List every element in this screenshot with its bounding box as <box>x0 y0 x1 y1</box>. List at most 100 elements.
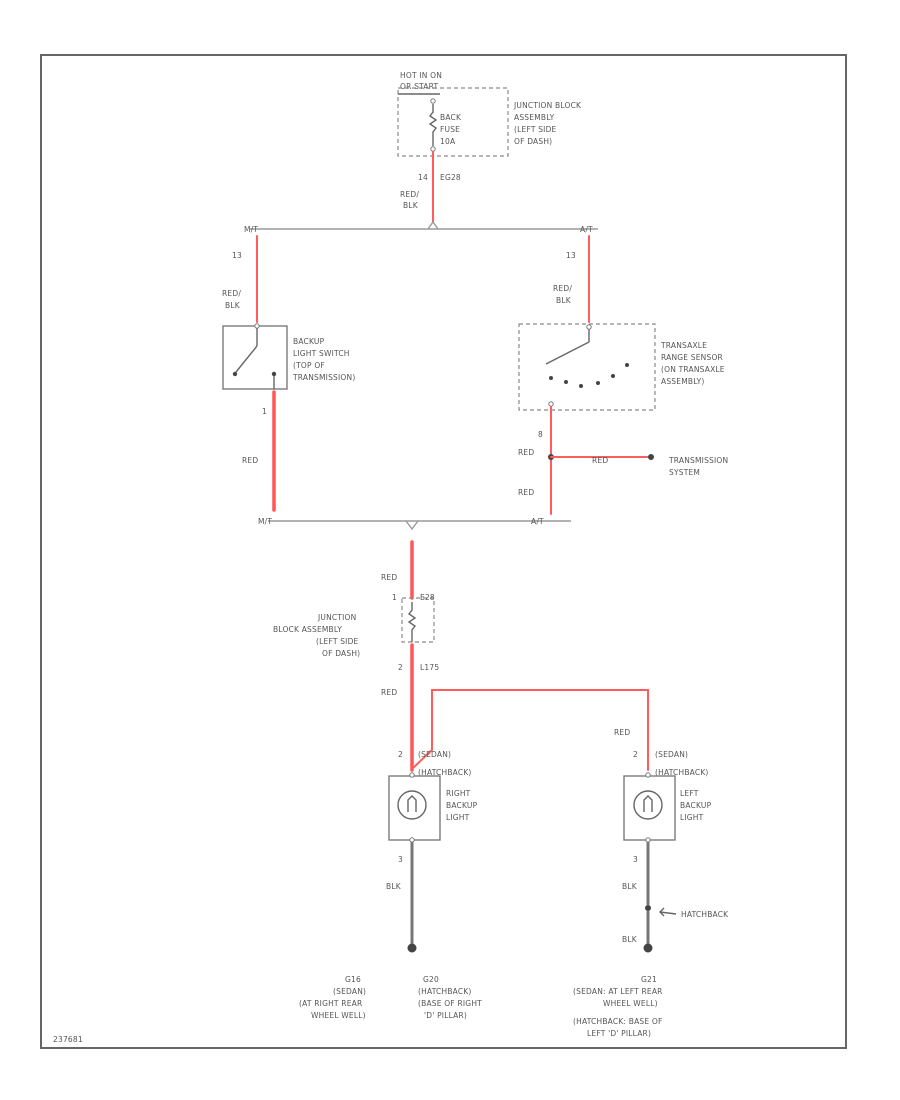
sensor-contact-4 <box>596 381 600 385</box>
left-light-variant-1: (SEDAN) <box>655 750 688 759</box>
switch-label-line2: LIGHT SWITCH <box>293 349 350 358</box>
junction-output-wire-color: RED <box>381 688 397 697</box>
ground-g21-desc-2: WHEEL WELL) <box>603 999 658 1008</box>
sensor-bottom-terminal <box>548 401 554 407</box>
switch-blade-icon <box>235 345 258 373</box>
mt-branch: 13 RED/ BLK BACKUP LIGHT SWITCH (TOP OF … <box>222 235 355 512</box>
ground-g21-desc-3: (HATCHBACK: BASE OF <box>573 1017 663 1026</box>
fuse-junction-block: HOT IN ON OR START BACK FUSE 10A JUNCTIO… <box>397 71 582 210</box>
junction-connector-bottom: L175 <box>420 663 439 672</box>
ground-g16-variant: (SEDAN) <box>333 987 366 996</box>
left-light-label-line3: LIGHT <box>680 813 704 822</box>
left-light-label-line2: BACKUP <box>680 801 712 810</box>
right-light-variant-2: (HATCHBACK) <box>418 768 472 777</box>
ground-g21-id: G21 <box>641 975 657 984</box>
sensor-blade-icon <box>545 341 590 365</box>
right-light-box <box>388 775 441 841</box>
junction-block-label-line4: OF DASH) <box>514 137 552 146</box>
fuse-label-line1: BACK <box>440 113 462 122</box>
junction-block-label-line1: JUNCTION BLOCK <box>513 101 582 110</box>
mt-wire-color-1: RED/ <box>222 289 241 298</box>
hot-label-line1: HOT IN ON <box>400 71 442 80</box>
junction-pin-top: 1 <box>392 593 397 602</box>
sensor-contact-5 <box>611 374 615 378</box>
junction-block-label-line2: ASSEMBLY <box>514 113 555 122</box>
sensor-contact-1 <box>549 376 553 380</box>
right-bulb-icon <box>397 790 427 820</box>
right-light-label-line3: LIGHT <box>446 813 470 822</box>
fuse-bottom-terminal <box>430 146 436 152</box>
hatchback-arrow-icon <box>659 907 677 917</box>
switch-label-line4: TRANSMISSION) <box>292 373 355 382</box>
ground-g16-location-1: (AT RIGHT REAR <box>299 999 362 1008</box>
left-backup-light: RED 2 (SEDAN) (HATCHBACK) LEFT BACKUP LI… <box>573 728 729 1038</box>
ground-g16-id: G16 <box>345 975 361 984</box>
sensor-label-line4: ASSEMBLY) <box>661 377 705 386</box>
junction-pin-bottom: 2 <box>398 663 403 672</box>
middle-junction-outline <box>401 597 435 643</box>
fuse-block-outline <box>397 87 509 157</box>
at-tag-bottom: A/T <box>531 517 544 526</box>
mt-pin-top: 13 <box>232 251 242 260</box>
right-backup-light: 2 (SEDAN) (HATCHBACK) RIGHT BACKUP LIGHT… <box>299 750 482 1020</box>
switch-pin-bottom: 1 <box>262 407 267 416</box>
fuse-block-pin: 14 <box>418 173 428 182</box>
at-wire-color-upper: RED <box>518 448 534 457</box>
middle-junction-block: RED 1 E28 JUNCTION BLOCK ASSEMBLY (LEFT … <box>273 540 439 772</box>
right-ground-wire-color: BLK <box>386 882 402 891</box>
left-bulb-filament <box>643 795 653 812</box>
junction-label-line2: BLOCK ASSEMBLY <box>273 625 342 634</box>
right-light-label-line1: RIGHT <box>446 789 471 798</box>
trans-system-label-line1: TRANSMISSION <box>668 456 728 465</box>
at-wire-color-1: RED/ <box>553 284 572 293</box>
at-pin-top: 13 <box>566 251 576 260</box>
switch-label-line1: BACKUP <box>293 337 325 346</box>
hot-label-line2: OR START <box>400 82 438 91</box>
top-bus: M/T A/T <box>244 220 598 234</box>
left-light-top-terminal <box>645 772 651 778</box>
ground-g16-location-2: WHEEL WELL) <box>311 1011 366 1020</box>
sensor-contact-2 <box>564 380 568 384</box>
bottom-bus: M/T A/T <box>258 517 571 531</box>
sensor-label-line3: (ON TRANSAXLE <box>661 365 725 374</box>
ground-g21-desc-1: (SEDAN: AT LEFT REAR <box>573 987 663 996</box>
right-ground-point <box>407 943 417 953</box>
mt-tag-bottom: M/T <box>258 517 272 526</box>
left-light-box <box>623 775 676 841</box>
sensor-pin-bottom: 8 <box>538 430 543 439</box>
right-light-top-terminal <box>409 772 415 778</box>
left-light-feed-wire <box>412 689 649 771</box>
junction-block-label-line3: (LEFT SIDE <box>514 125 557 134</box>
at-wire-color-2: BLK <box>556 296 572 305</box>
switch-contact-right <box>271 371 277 377</box>
trans-system-terminal <box>648 454 654 460</box>
left-bulb-icon <box>633 790 663 820</box>
left-ground-point <box>643 943 653 953</box>
mt-output-wire-color: RED <box>242 456 258 465</box>
at-tag-top: A/T <box>580 225 593 234</box>
right-light-label-line2: BACKUP <box>446 801 478 810</box>
diagram-frame <box>40 54 847 1049</box>
ground-g20-location-2: 'D' PILLAR) <box>424 1011 467 1020</box>
switch-contact-left <box>232 371 238 377</box>
ground-g20-location-1: (BASE OF RIGHT <box>418 999 482 1008</box>
at-wire-color-lower: RED <box>518 488 534 497</box>
mt-tag-top: M/T <box>244 225 258 234</box>
fuse-icon <box>428 104 438 146</box>
right-bulb-filament <box>407 795 417 812</box>
left-light-variant-2: (HATCHBACK) <box>655 768 709 777</box>
sensor-top-terminal <box>586 324 592 330</box>
junction-label-line3: (LEFT SIDE <box>316 637 359 646</box>
left-light-wire-color: RED <box>614 728 630 737</box>
left-light-pin-top: 2 <box>633 750 638 759</box>
fuse-label-line2: FUSE <box>440 125 460 134</box>
junction-label-line1: JUNCTION <box>317 613 356 622</box>
sensor-contact-6 <box>625 363 629 367</box>
fuse-top-terminal <box>430 98 436 104</box>
fuse-output-wire-color-1: RED/ <box>400 190 419 199</box>
right-light-pin-top: 2 <box>398 750 403 759</box>
left-light-label-line1: LEFT <box>680 789 699 798</box>
right-light-variant-1: (SEDAN) <box>418 750 451 759</box>
backup-light-switch <box>222 325 288 390</box>
